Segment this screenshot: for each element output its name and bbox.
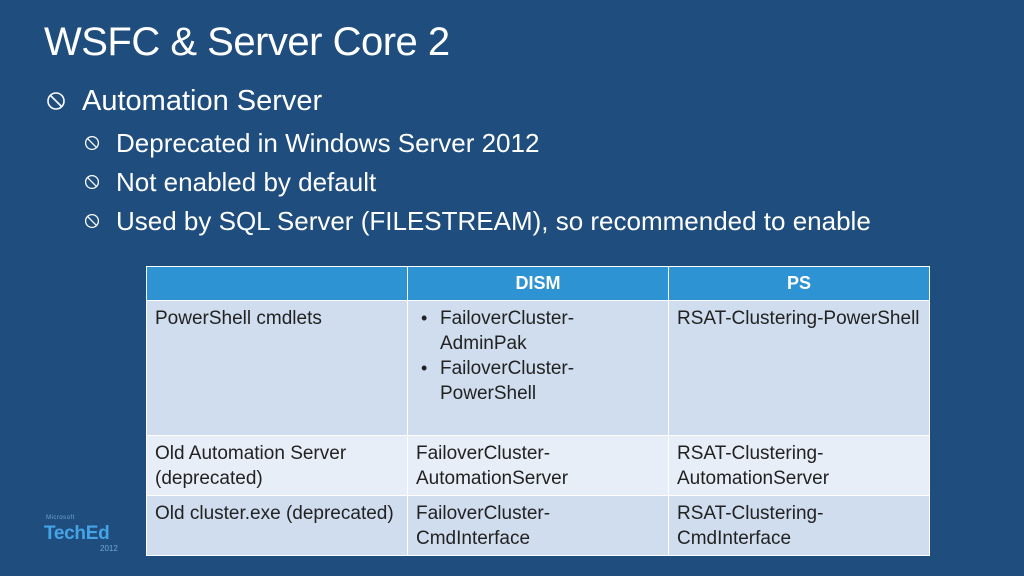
table-cell-feature: Old cluster.exe (deprecated) (146, 495, 408, 556)
feature-table: DISM PS PowerShell cmdlets FailoverClust… (146, 266, 930, 556)
logo-year: 2012 (100, 544, 118, 553)
circle-slash-bullet-icon (84, 174, 100, 190)
bullet-not-enabled: Not enabled by default (84, 165, 376, 199)
table-row: PowerShell cmdlets FailoverCluster-Admin… (146, 300, 930, 436)
dism-list-item: FailoverCluster-PowerShell (421, 356, 660, 406)
bullet-deprecated: Deprecated in Windows Server 2012 (84, 126, 539, 160)
circle-slash-bullet-icon (84, 213, 100, 229)
bullet-automation-server: Automation Server (46, 82, 322, 120)
teched-logo: Microsoft TechEd 2012 (44, 515, 124, 555)
logo-brand: TechEd (44, 523, 110, 544)
table-cell-dism: FailoverCluster-AdminPak FailoverCluster… (407, 300, 669, 436)
circle-slash-bullet-icon (47, 92, 65, 110)
table-cell-ps: RSAT-Clustering-PowerShell (668, 300, 930, 436)
table-cell-ps: RSAT-Clustering-CmdInterface (668, 495, 930, 556)
table-cell-dism: FailoverCluster-AutomationServer (407, 435, 669, 496)
bullet-text: Used by SQL Server (FILESTREAM), so reco… (116, 205, 871, 236)
dism-item-list: FailoverCluster-AdminPak FailoverCluster… (416, 306, 660, 406)
table-row: Old cluster.exe (deprecated) FailoverClu… (146, 495, 930, 556)
bullet-used-by-sql: Used by SQL Server (FILESTREAM), so reco… (84, 204, 871, 238)
logo-small-text: Microsoft (46, 515, 75, 521)
bullet-list: Automation Server Deprecated in Windows … (0, 0, 1024, 250)
dism-list-item: FailoverCluster-AdminPak (421, 306, 660, 356)
table-row: Old Automation Server (deprecated) Failo… (146, 435, 930, 496)
bullet-text: Deprecated in Windows Server 2012 (116, 127, 540, 158)
bullet-text: Automation Server (82, 84, 323, 117)
table-cell-feature: PowerShell cmdlets (146, 300, 408, 436)
table-header-row: DISM PS (146, 266, 930, 301)
table-cell-dism: FailoverCluster-CmdInterface (407, 495, 669, 556)
bullet-text: Not enabled by default (116, 166, 377, 197)
circle-slash-bullet-icon (84, 135, 100, 151)
table-header-ps: PS (668, 266, 930, 301)
table-header-dism: DISM (407, 266, 669, 301)
slide-title: WSFC & Server Core 2 (44, 20, 450, 64)
table-header-empty (146, 266, 408, 301)
table-cell-ps: RSAT-Clustering-AutomationServer (668, 435, 930, 496)
table-cell-feature: Old Automation Server (deprecated) (146, 435, 408, 496)
